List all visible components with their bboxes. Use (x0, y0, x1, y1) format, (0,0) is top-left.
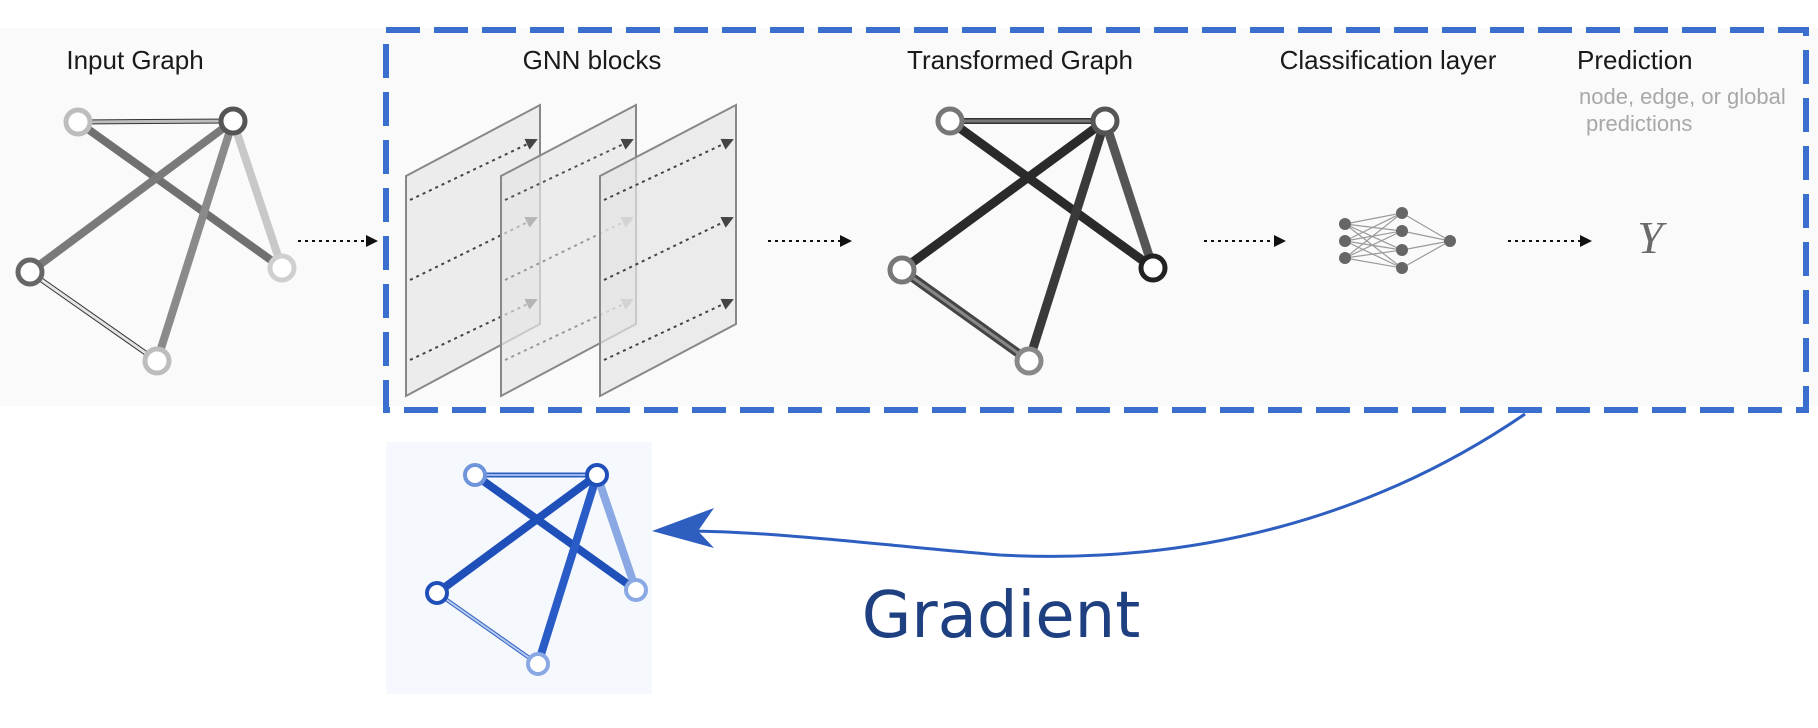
transformed-graph-title: Transformed Graph (907, 45, 1133, 75)
input-graph-edge (229, 119, 286, 270)
prediction-output-symbol: Y (1637, 212, 1667, 263)
prediction-note-line1: node, edge, or global (1579, 84, 1786, 109)
input-graph-node (218, 106, 248, 136)
gradient-graph-edge (434, 471, 600, 597)
transformed-graph-node (1014, 346, 1044, 376)
prediction-note-line2: predictions (1586, 111, 1692, 136)
trainable-region-box (383, 27, 1809, 413)
input-graph-node (63, 107, 93, 137)
gradient-graph-node (624, 578, 648, 602)
gradient-graph (425, 463, 648, 676)
input-graph-edge (75, 118, 285, 272)
input-graph-edge (27, 117, 236, 276)
input-graph-edge (153, 119, 237, 363)
input-graph-node (15, 257, 45, 287)
gradient-graph-node (526, 652, 550, 676)
transformed-graph-edge (1100, 119, 1158, 270)
gradient-graph-panel (386, 442, 652, 694)
neural-network-icon (1339, 207, 1456, 274)
gnn-blocks-title: GNN blocks (523, 45, 662, 75)
gradient-label: Gradient (862, 579, 1141, 653)
transformed-graph-node (1090, 106, 1120, 136)
gradient-arrowhead (652, 508, 714, 548)
prediction-title: Prediction (1577, 45, 1693, 75)
input-graph-title: Input Graph (66, 45, 203, 75)
gnn-layer (599, 103, 737, 398)
gradient-arrow (689, 412, 1526, 558)
gnn-blocks (405, 103, 737, 398)
transformed-graph-node (1138, 253, 1168, 283)
gradient-graph-edge (436, 592, 539, 665)
gradient-graph-node (585, 463, 609, 487)
gradient-graph-node (463, 463, 487, 487)
gradient-graph-edge (593, 473, 640, 592)
input-graph-edge (29, 270, 158, 363)
input-graph-node (267, 253, 297, 283)
input-graph (15, 106, 297, 376)
transformed-graph-node (935, 106, 965, 136)
transformed-graph (887, 106, 1168, 376)
transformed-graph-node (887, 255, 917, 285)
transformed-graph-edge (899, 117, 1108, 274)
input-graph-edge (77, 119, 234, 124)
transformed-graph-edge (1024, 119, 1110, 363)
transformed-graph-edge (947, 117, 1156, 272)
gradient-graph-edge (534, 473, 601, 666)
input-graph-node (142, 346, 172, 376)
main-panel (0, 28, 1818, 406)
transformed-graph-edge (901, 268, 1030, 363)
classification-layer-title: Classification layer (1280, 45, 1497, 75)
gradient-graph-edge (472, 471, 639, 594)
gradient-graph-node (425, 581, 449, 605)
